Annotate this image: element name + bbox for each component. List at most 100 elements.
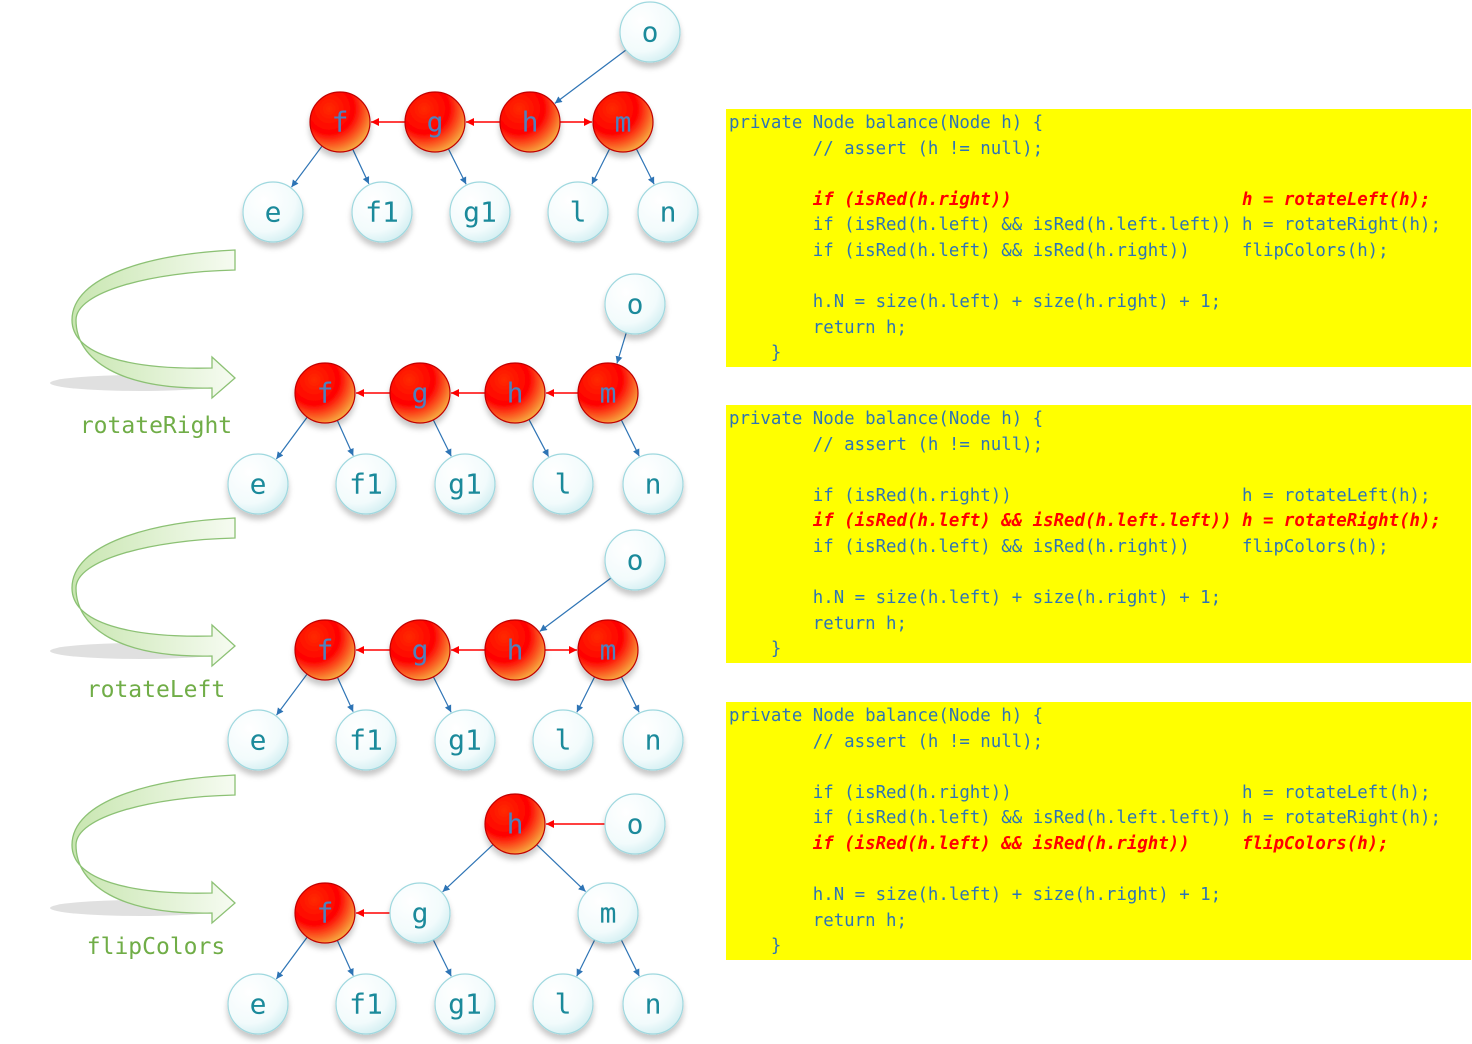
- node-label: f1: [349, 988, 383, 1021]
- tree-3-node-f: f: [294, 619, 356, 681]
- node-circle: [434, 973, 496, 1035]
- code-line: // assert (h != null);: [729, 138, 1044, 159]
- tree-1-edge-f-e: [291, 145, 323, 188]
- node-label: h: [507, 377, 524, 410]
- node-label: g1: [448, 468, 482, 501]
- code-line: if (isRed(h.left) && isRed(h.left.left))…: [729, 808, 1441, 829]
- code-line: return h;: [729, 317, 907, 338]
- node-circle: [619, 1, 681, 63]
- node-label: g1: [463, 196, 497, 229]
- node-label: f: [317, 377, 334, 410]
- node-circle: [532, 973, 594, 1035]
- tree-3-node-g: g: [389, 619, 451, 681]
- tree-4-node-h: h: [484, 793, 546, 855]
- tree-3-node-m: m: [577, 619, 639, 681]
- node-label: o: [627, 544, 644, 577]
- node-circle: [592, 91, 654, 153]
- tree-3-node-g1: g1: [434, 709, 496, 771]
- node-circle: [499, 91, 561, 153]
- tree-3-node-h: h: [484, 619, 546, 681]
- node-label: n: [645, 724, 662, 757]
- tree-4-node-l: l: [532, 973, 594, 1035]
- code-line-highlighted: if (isRed(h.left) && isRed(h.left.left))…: [729, 511, 1441, 532]
- tree-4-node-n: n: [622, 973, 684, 1035]
- code-line-highlighted: if (isRed(h.right)) h = rotateLeft(h);: [729, 189, 1431, 210]
- node-circle: [484, 793, 546, 855]
- step-1-label: rotateRight: [80, 413, 232, 439]
- node-circle: [294, 882, 356, 944]
- step-2-label: rotateLeft: [87, 677, 225, 703]
- code-line-highlighted: if (isRed(h.left) && isRed(h.right)) fli…: [729, 834, 1389, 854]
- tree-2-node-g: g: [389, 362, 451, 424]
- tree-4-node-m: m: [577, 882, 639, 944]
- node-circle: [335, 709, 397, 771]
- node-circle: [622, 709, 684, 771]
- step-2-arrow: rotateLeft: [50, 517, 236, 703]
- node-circle: [335, 453, 397, 515]
- node-circle: [532, 453, 594, 515]
- code-line: private Node balance(Node h) {: [729, 409, 1044, 429]
- code-line: // assert (h != null);: [729, 434, 1044, 455]
- tree-2-edge-o-m: [615, 332, 627, 364]
- tree-3-edge-f-f1: [336, 677, 354, 713]
- code-line: }: [729, 639, 782, 660]
- node-circle: [484, 362, 546, 424]
- tree-1-node-n: n: [637, 181, 699, 243]
- node-circle: [622, 973, 684, 1035]
- tree-1-node-f: f: [309, 91, 371, 153]
- node-label: o: [642, 16, 659, 49]
- node-label: l: [555, 724, 572, 757]
- tree-4-node-f1: f1: [335, 973, 397, 1035]
- node-label: g: [427, 106, 444, 139]
- node-circle: [389, 362, 451, 424]
- tree-2-edge-f-e: [275, 416, 308, 460]
- node-label: f1: [349, 724, 383, 757]
- node-label: e: [265, 196, 282, 229]
- node-label: h: [507, 808, 524, 841]
- step-3-arrow: flipColors: [50, 774, 236, 960]
- tree-2-node-l: l: [532, 453, 594, 515]
- node-label: n: [645, 468, 662, 501]
- tree-3-node-o: o: [604, 529, 666, 591]
- node-circle: [637, 181, 699, 243]
- tree-4-node-g: g: [389, 882, 451, 944]
- tree-1-node-m: m: [592, 91, 654, 153]
- node-circle: [309, 91, 371, 153]
- tree-2-node-f1: f1: [335, 453, 397, 515]
- tree-2-node-o: o: [604, 273, 666, 335]
- tree-4-edge-m-l: [576, 939, 596, 977]
- node-label: g1: [448, 724, 482, 757]
- code-line: return h;: [729, 910, 907, 931]
- tree-4-edge-h-g: [442, 844, 494, 893]
- node-circle: [604, 273, 666, 335]
- tree-3-edge-m-l: [576, 676, 596, 713]
- tree-3-node-f1: f1: [335, 709, 397, 771]
- tree-4-edge-f-e: [275, 936, 308, 980]
- node-circle: [604, 793, 666, 855]
- node-circle: [294, 362, 356, 424]
- node-circle: [227, 973, 289, 1035]
- tree-2-edge-h-l: [528, 419, 550, 457]
- node-circle: [577, 362, 639, 424]
- node-circle: [434, 453, 496, 515]
- tree-2-node-e: e: [227, 453, 289, 515]
- code-line: }: [729, 936, 782, 957]
- tree-2-edge-m-n: [620, 419, 640, 457]
- tree-3-edge-m-n: [620, 676, 640, 713]
- tree-1-edge-f-f1: [352, 148, 370, 185]
- node-label: m: [600, 897, 617, 930]
- curved-arrow-icon: [71, 774, 236, 925]
- tree-2-node-g1: g1: [434, 453, 496, 515]
- tree-2-node-n: n: [622, 453, 684, 515]
- tree-4-edge-h-m: [536, 844, 587, 893]
- steps-layer: rotateRight rotateLeft flipColors: [50, 249, 236, 960]
- tree-1-edge-m-l: [591, 148, 611, 185]
- tree-1-node-h: h: [499, 91, 561, 153]
- node-circle: [335, 973, 397, 1035]
- node-label: f1: [365, 196, 399, 229]
- code-line: if (isRed(h.left) && isRed(h.right)) fli…: [729, 241, 1389, 261]
- curved-arrow-icon: [71, 517, 236, 668]
- node-label: o: [627, 808, 644, 841]
- tree-2-edge-g-g1: [432, 419, 452, 457]
